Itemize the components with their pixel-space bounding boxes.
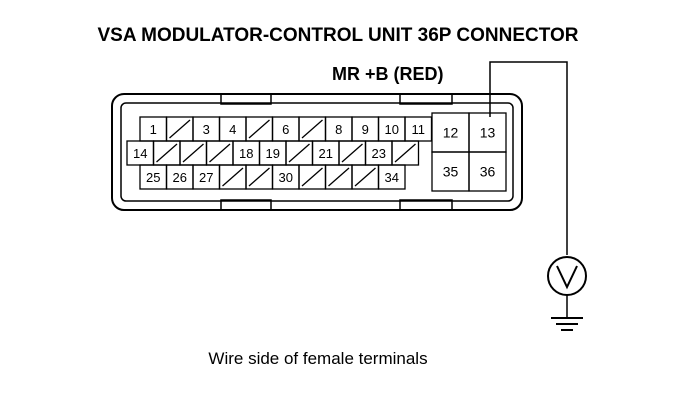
connector-housing (111, 93, 523, 211)
terminal-unused (245, 164, 274, 190)
terminal-unused (245, 116, 274, 142)
terminal-18: 18 (232, 140, 261, 166)
unused-terminal-slash (341, 143, 363, 163)
pin-number: 36 (480, 164, 496, 180)
wire-label: MR +B (RED) (332, 64, 444, 84)
diagram-caption: Wire side of female terminals (208, 349, 427, 368)
terminal-unused (351, 164, 380, 190)
terminal-unused (205, 140, 234, 166)
terminal-unused (338, 140, 367, 166)
terminal-unused (179, 140, 208, 166)
terminal-11: 11 (404, 116, 433, 142)
terminal-13: 13 (468, 112, 507, 153)
terminal-unused (218, 164, 247, 190)
terminal-12: 12 (431, 112, 470, 153)
unused-terminal-slash (328, 167, 350, 187)
pin-number: 27 (199, 170, 213, 185)
terminal-9: 9 (351, 116, 380, 142)
unused-terminal-slash (169, 119, 191, 139)
terminal-36: 36 (468, 151, 507, 192)
terminal-10: 10 (377, 116, 406, 142)
unused-terminal-slash (248, 167, 270, 187)
unused-terminal-slash (156, 143, 178, 163)
unused-terminal-slash (182, 143, 204, 163)
unused-terminal-slash (288, 143, 310, 163)
pin-number: 1 (150, 122, 157, 137)
pin-number: 25 (146, 170, 160, 185)
terminal-unused (324, 164, 353, 190)
terminal-8: 8 (324, 116, 353, 142)
unused-terminal-slash (301, 167, 323, 187)
unused-terminal-slash (394, 143, 416, 163)
voltmeter-icon (547, 256, 587, 318)
terminal-21: 21 (311, 140, 340, 166)
pin-number: 12 (443, 125, 459, 141)
unused-terminal-slash (222, 167, 244, 187)
pin-number: 9 (362, 122, 369, 137)
unused-terminal-slash (301, 119, 323, 139)
terminal-23: 23 (364, 140, 393, 166)
pin-number: 35 (443, 164, 459, 180)
unused-terminal-slash (354, 167, 376, 187)
pin-number: 18 (239, 146, 253, 161)
ground-icon (551, 317, 583, 331)
terminal-1: 1 (139, 116, 168, 142)
terminal-unused (152, 140, 181, 166)
pin-number: 30 (279, 170, 293, 185)
terminal-unused (391, 140, 420, 166)
terminal-14: 14 (126, 140, 155, 166)
terminal-6: 6 (271, 116, 300, 142)
terminal-27: 27 (192, 164, 221, 190)
terminal-25: 25 (139, 164, 168, 190)
pin-number: 3 (203, 122, 210, 137)
pin-number: 19 (266, 146, 280, 161)
diagram-title: VSA MODULATOR-CONTROL UNIT 36P CONNECTOR (97, 25, 578, 46)
pin-number: 21 (319, 146, 333, 161)
terminal-3: 3 (192, 116, 221, 142)
pin-number: 23 (372, 146, 386, 161)
terminal-19: 19 (258, 140, 287, 166)
terminal-unused (298, 164, 327, 190)
terminal-26: 26 (165, 164, 194, 190)
unused-terminal-slash (209, 143, 231, 163)
terminal-35: 35 (431, 151, 470, 192)
terminal-unused (298, 116, 327, 142)
pin-number: 6 (282, 122, 289, 137)
probe-wire (489, 61, 568, 255)
pin-number: 34 (385, 170, 399, 185)
terminal-4: 4 (218, 116, 247, 142)
pin-number: 26 (173, 170, 187, 185)
terminal-unused (165, 116, 194, 142)
unused-terminal-slash (248, 119, 270, 139)
pin-number: 10 (385, 122, 399, 137)
terminal-34: 34 (377, 164, 406, 190)
pin-number: 14 (133, 146, 147, 161)
pin-number: 4 (229, 122, 236, 137)
pin-number: 8 (335, 122, 342, 137)
pin-number: 11 (412, 122, 426, 137)
terminal-30: 30 (271, 164, 300, 190)
terminal-unused (285, 140, 314, 166)
pin-number: 13 (480, 125, 496, 141)
